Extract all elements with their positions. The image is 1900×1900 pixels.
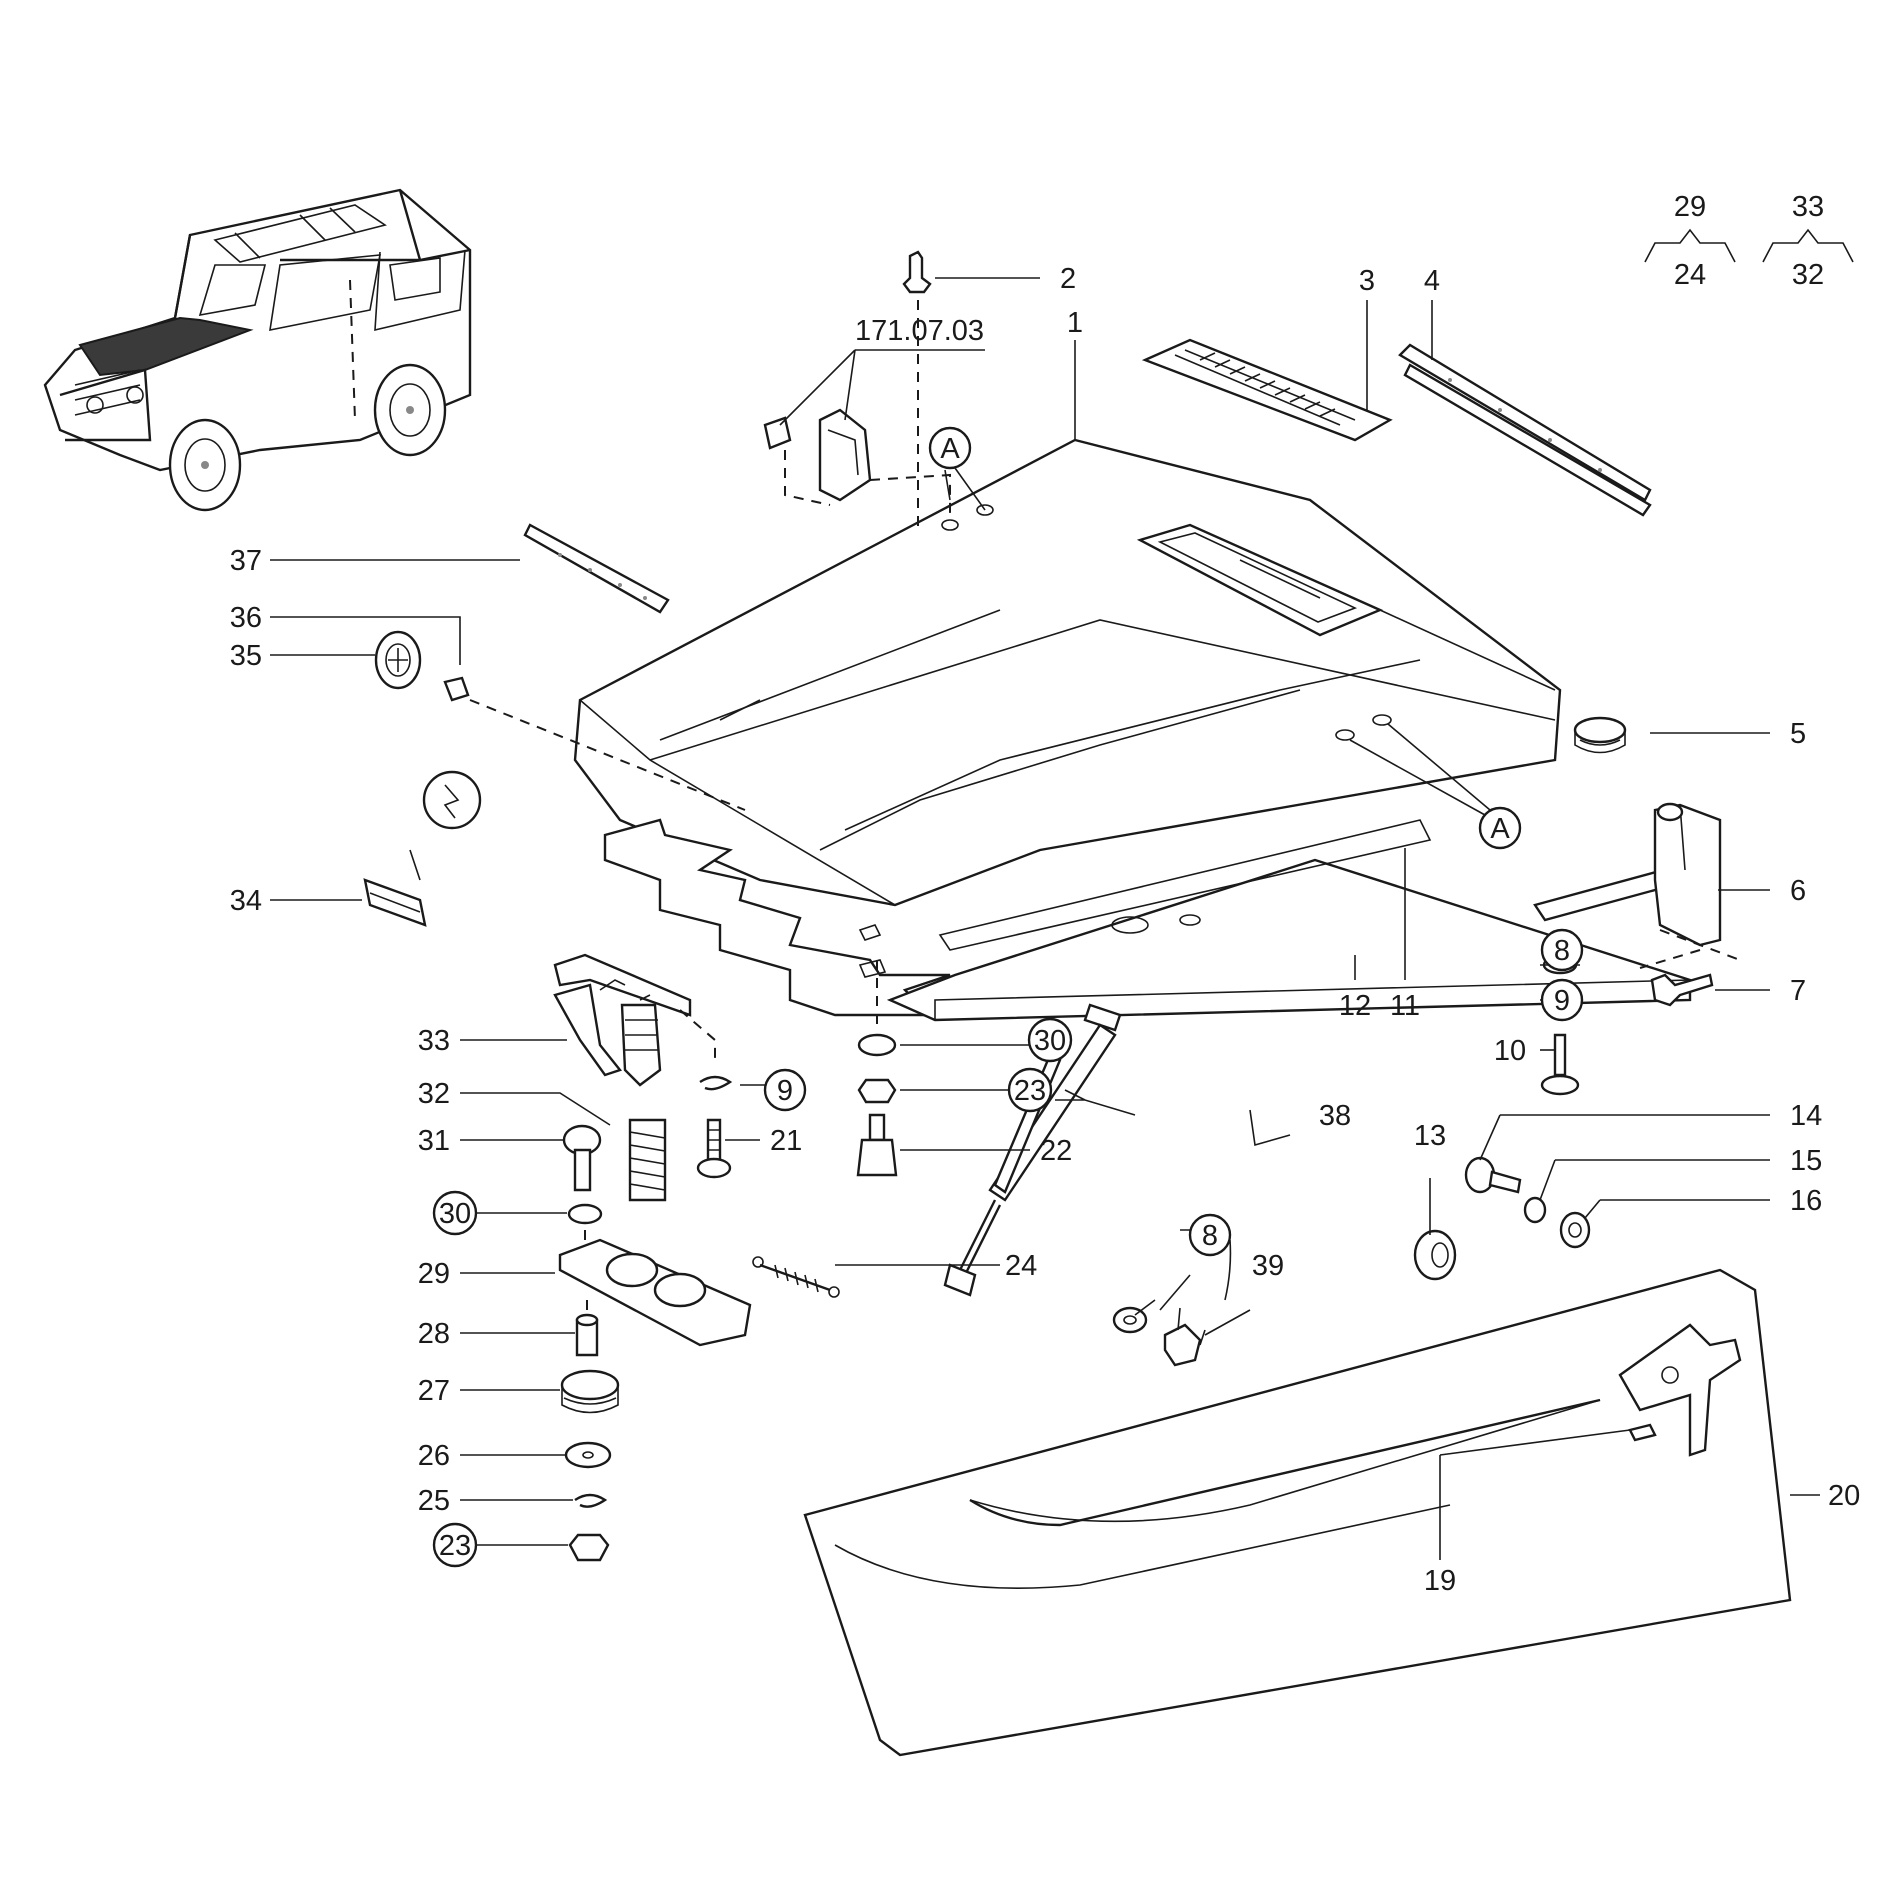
legend-33: 33 bbox=[1792, 191, 1824, 223]
label-35: 35 bbox=[230, 640, 262, 672]
bolt-washers bbox=[1464, 1156, 1591, 1249]
label-1: 1 bbox=[1067, 307, 1083, 339]
hood-hinge bbox=[1533, 802, 1741, 969]
label-3: 3 bbox=[1359, 265, 1375, 297]
label-5: 5 bbox=[1790, 718, 1806, 750]
label-16: 16 bbox=[1790, 1185, 1822, 1217]
push-pin bbox=[902, 250, 932, 530]
label-9-right: 9 bbox=[1554, 985, 1570, 1017]
label-20: 20 bbox=[1828, 1480, 1860, 1512]
label-34: 34 bbox=[230, 885, 262, 917]
vent-grille bbox=[1141, 338, 1393, 442]
circle-mark-a-right: A bbox=[1349, 723, 1522, 850]
screw bbox=[1650, 973, 1714, 1007]
label-27: 27 bbox=[418, 1375, 450, 1407]
label-21: 21 bbox=[770, 1125, 802, 1157]
release-cable-panel bbox=[803, 1268, 1792, 1757]
label-14: 14 bbox=[1790, 1100, 1822, 1132]
label-9-left: 9 bbox=[777, 1075, 793, 1107]
label-8-right: 8 bbox=[1554, 935, 1570, 967]
trim-clip bbox=[363, 770, 482, 927]
label-36: 36 bbox=[230, 602, 262, 634]
label-2: 2 bbox=[1060, 263, 1076, 295]
label-37: 37 bbox=[230, 545, 262, 577]
label-22: 22 bbox=[1040, 1135, 1072, 1167]
label-7: 7 bbox=[1790, 975, 1806, 1007]
label-32: 32 bbox=[418, 1078, 450, 1110]
label-33: 33 bbox=[418, 1025, 450, 1057]
washer-nut-strut bbox=[1112, 1306, 1202, 1367]
label-31: 31 bbox=[418, 1125, 450, 1157]
rubber-buffer bbox=[1573, 716, 1627, 754]
legend-29: 29 bbox=[1674, 191, 1706, 223]
highlighted-hood bbox=[78, 316, 254, 377]
weather-strip bbox=[523, 523, 670, 614]
grommet bbox=[1413, 1229, 1457, 1281]
legend-32: 32 bbox=[1792, 259, 1824, 291]
mark-a-right: A bbox=[1490, 813, 1510, 845]
hinge-reference bbox=[763, 408, 994, 531]
hood-panel bbox=[573, 438, 1692, 1022]
label-11: 11 bbox=[1390, 990, 1420, 1022]
vehicle-thumbnail bbox=[43, 188, 472, 512]
label-38: 38 bbox=[1319, 1100, 1351, 1132]
hood-latch bbox=[553, 953, 716, 1087]
label-25: 25 bbox=[418, 1485, 450, 1517]
label-28: 28 bbox=[418, 1318, 450, 1350]
legend-bracket-29-24: 29 24 bbox=[1644, 191, 1736, 291]
legend-bracket-33-32: 33 32 bbox=[1762, 191, 1854, 291]
label-39: 39 bbox=[1252, 1250, 1284, 1282]
label-12: 12 bbox=[1339, 990, 1371, 1022]
label-19: 19 bbox=[1424, 1565, 1456, 1597]
circle-mark-a-top: A bbox=[928, 426, 986, 511]
label-13: 13 bbox=[1414, 1120, 1446, 1152]
label-30-center: 30 bbox=[1034, 1025, 1066, 1057]
stop-buffer-center bbox=[856, 960, 898, 1177]
label-23-center: 23 bbox=[1014, 1075, 1046, 1107]
label-4: 4 bbox=[1424, 265, 1440, 297]
mark-a-top: A bbox=[940, 433, 960, 465]
label-26: 26 bbox=[418, 1440, 450, 1472]
label-6: 6 bbox=[1790, 875, 1806, 907]
label-29: 29 bbox=[418, 1258, 450, 1290]
label-23-left: 23 bbox=[439, 1530, 471, 1562]
tension-spring bbox=[752, 1256, 840, 1298]
label-ref-171-07-03: 171.07.03 bbox=[855, 315, 984, 347]
callout-labels: 1 2 3 4 171.07.03 37 36 35 34 5 6 7 12 1… bbox=[230, 263, 1861, 1597]
label-15: 15 bbox=[1790, 1145, 1822, 1177]
label-8-strut: 8 bbox=[1202, 1220, 1218, 1252]
label-24: 24 bbox=[1005, 1250, 1037, 1282]
seal-strip bbox=[1398, 343, 1652, 517]
legend-24: 24 bbox=[1674, 259, 1706, 291]
circled-labels: 8 9 8 9 30 23 30 23 bbox=[432, 928, 1584, 1568]
emblem-and-clip bbox=[374, 630, 746, 811]
label-10: 10 bbox=[1494, 1035, 1526, 1067]
latch-hardware-left bbox=[558, 1075, 752, 1562]
label-30-left: 30 bbox=[439, 1198, 471, 1230]
